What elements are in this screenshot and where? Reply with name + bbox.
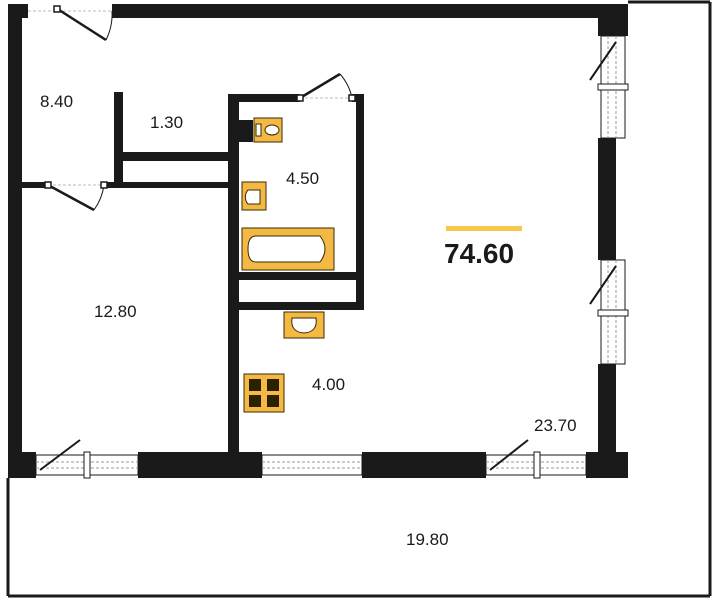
wall-bottom-left (8, 452, 36, 478)
total-area: 74.60 (444, 238, 514, 269)
total-area-accent-bar (446, 226, 522, 231)
wall-bathroom-top (228, 94, 300, 102)
living-window-right-bottom[interactable] (589, 259, 629, 365)
toilet-icon (253, 117, 283, 143)
bedroom-door[interactable] (44, 181, 108, 212)
wall-closet-left (114, 92, 123, 184)
wall-bedroom-right (228, 94, 239, 452)
wall-bathroom-inner-bottom (236, 272, 364, 280)
balcony-outline (6, 0, 712, 598)
doors (28, 5, 356, 212)
wall-toilet-niche (239, 120, 253, 142)
wall-hall-bedroom-right (104, 182, 228, 188)
wall-bathroom-bottom (236, 302, 364, 310)
bathroom-sink-icon (241, 181, 267, 211)
entrance-door[interactable] (28, 5, 113, 42)
wall-bathroom-right (356, 94, 364, 310)
walls (8, 4, 628, 478)
living-window-right-top[interactable] (589, 35, 629, 139)
windows (35, 35, 629, 479)
room-area-hall: 8.40 (40, 92, 73, 111)
room-area-bedroom: 12.80 (94, 302, 137, 321)
room-area-balcony: 19.80 (406, 530, 449, 549)
wall-right-top (598, 4, 628, 36)
stove-icon (243, 373, 285, 413)
fixtures (241, 117, 335, 413)
living-window-bottom[interactable] (485, 439, 587, 479)
room-area-bathroom: 4.50 (286, 169, 319, 188)
bathtub-icon (241, 227, 335, 271)
bedroom-window[interactable] (35, 439, 139, 479)
wall-right-mid (598, 138, 616, 260)
wall-bottom-right (586, 452, 628, 478)
kitchen-sink-icon (283, 311, 325, 339)
wall-hall-bedroom-left (8, 182, 48, 188)
room-area-closet: 1.30 (150, 113, 183, 132)
wall-bottom-mid-right (362, 452, 486, 478)
bathroom-door[interactable] (296, 72, 356, 102)
wall-left (8, 4, 22, 478)
room-area-kitchen: 4.00 (312, 375, 345, 394)
wall-closet-bottom (114, 152, 230, 161)
room-area-living: 23.70 (534, 416, 577, 435)
wall-top (112, 4, 628, 18)
wall-right-bottom (598, 364, 616, 478)
wall-bottom-mid-left (138, 452, 262, 478)
kitchen-window[interactable] (261, 454, 363, 476)
room-labels: 8.40 1.30 4.50 12.80 4.00 23.70 19.80 74… (40, 92, 577, 549)
